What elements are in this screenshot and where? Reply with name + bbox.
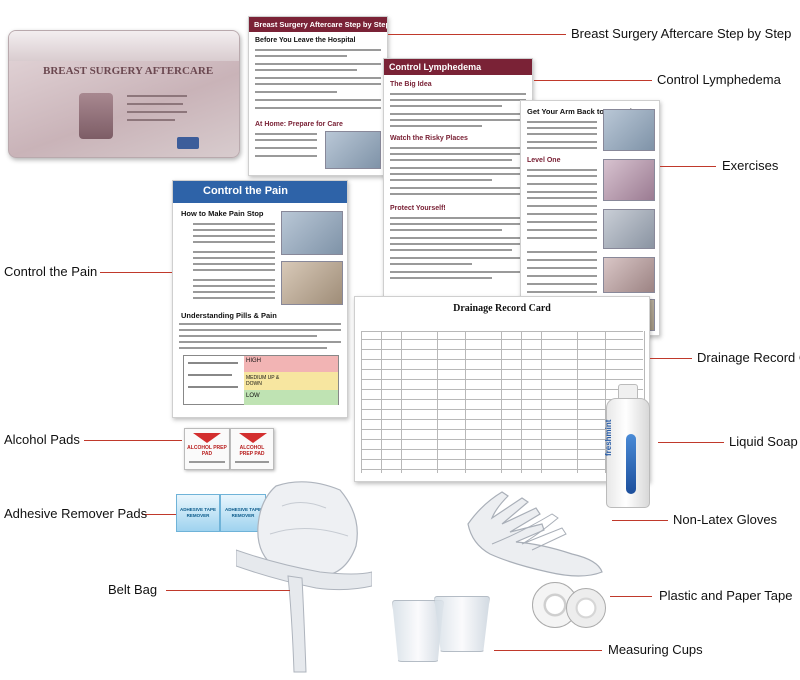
pain-scale-medium: MEDIUM UP & DOWN: [246, 375, 280, 387]
label-belt-bag: Belt Bag: [108, 582, 158, 597]
non-latex-gloves: [467, 491, 603, 577]
aftercare-kit-bag: BREAST SURGERY AFTERCARE: [8, 30, 240, 158]
adhesive-pad-1-text: ADHESIVE TAPE REMOVER: [180, 507, 216, 518]
aftercare-section-before: Before You Leave the Hospital: [255, 37, 356, 44]
alcohol-pad-2: ALCOHOL PREP PAD: [230, 428, 274, 470]
kit-bag-logo: [177, 137, 199, 149]
label-alcohol-pads: Alcohol Pads: [4, 432, 80, 447]
exercise-photo-2: [603, 159, 655, 201]
label-non-latex-gloves: Non-Latex Gloves: [673, 512, 778, 527]
leader-line-control-pain: [100, 272, 172, 273]
alcohol-pad-1: ALCOHOL PREP PAD: [184, 428, 230, 470]
label-exercises: Exercises: [722, 158, 779, 173]
leader-line-exercises: [660, 166, 716, 167]
aftercare-section-home: At Home: Prepare for Care: [255, 121, 343, 128]
exercise-photo-3: [603, 209, 655, 249]
belt-bag: [236, 481, 372, 673]
exercises-section-level-one: Level One: [527, 157, 561, 164]
pain-scale-high: HIGH: [246, 358, 261, 364]
adhesive-pad-1: ADHESIVE TAPE REMOVER: [176, 494, 220, 532]
leader-line-aftercare: [388, 34, 566, 35]
leader-line-gloves: [612, 520, 668, 521]
adhesive-pad-2-text: ADHESIVE TAPE REMOVER: [225, 507, 261, 518]
kit-bag-photo: [79, 93, 113, 139]
label-aftercare-step: Breast Surgery Aftercare Step by Step: [571, 26, 792, 41]
alcohol-pad-2-text: ALCOHOL PREP PAD: [239, 445, 265, 457]
pain-photo-2: [281, 261, 343, 305]
alcohol-pad-1-text: ALCOHOL PREP PAD: [187, 445, 227, 457]
label-plastic-paper-tape: Plastic and Paper Tape: [659, 588, 793, 603]
soap-wave-icon: [626, 434, 636, 494]
measuring-cup-2: [434, 596, 490, 652]
lymph-section-risky-places: Watch the Risky Places: [390, 135, 468, 142]
lymph-section-protect: Protect Yourself!: [390, 205, 446, 212]
plastic-tape-roll: [566, 588, 606, 628]
pain-scale-chart: HIGH MEDIUM UP & DOWN LOW: [183, 355, 339, 405]
label-control-pain: Control the Pain: [4, 264, 98, 279]
leader-line-belt-bag: [166, 590, 290, 591]
label-liquid-soap: Liquid Soap: [729, 434, 798, 449]
adhesive-pad-2: ADHESIVE TAPE REMOVER: [220, 494, 266, 532]
leader-line-cups: [494, 650, 602, 651]
soap-brand: freshmint: [604, 419, 613, 456]
pain-photo-1: [281, 211, 343, 255]
kit-bag-title: BREAST SURGERY AFTERCARE: [43, 65, 214, 77]
aftercare-doc-title: Breast Surgery Aftercare Step by Step: [249, 17, 387, 32]
exercise-photo-1: [603, 109, 655, 151]
exercises-doc: Get Your Arm Back to Normal Level One: [520, 100, 660, 336]
drainage-card-title: Drainage Record Card: [453, 303, 551, 314]
control-pain-doc: Control the Pain How to Make Pain Stop U…: [172, 180, 348, 418]
pain-doc-title: Control the Pain: [173, 181, 347, 203]
pain-scale-low: LOW: [246, 393, 260, 399]
leader-line-soap: [658, 442, 724, 443]
exercises-doc-title: Get Your Arm Back to Normal: [527, 107, 632, 116]
leader-line-drainage: [650, 358, 692, 359]
leader-line-alcohol: [84, 440, 182, 441]
leader-line-lymphedema: [534, 80, 652, 81]
aftercare-step-doc: Breast Surgery Aftercare Step by Step Be…: [248, 16, 388, 176]
drainage-record-card: Drainage Record Card: [354, 296, 650, 482]
pain-section-pills: Understanding Pills & Pain: [181, 311, 277, 320]
lymph-section-big-idea: The Big Idea: [390, 81, 432, 88]
leader-line-adhesive: [142, 514, 176, 515]
label-drainage-card: Drainage Record Card: [697, 350, 800, 365]
pain-section-make-stop: How to Make Pain Stop: [181, 209, 264, 218]
exercise-photo-4: [603, 257, 655, 293]
liquid-soap-bottle: freshmint: [600, 384, 656, 508]
lymphedema-doc-title: Control Lymphedema: [384, 59, 532, 75]
leader-line-tape: [610, 596, 652, 597]
label-control-lymphedema: Control Lymphedema: [657, 72, 781, 87]
control-lymphedema-doc: Control Lymphedema The Big Idea Watch th…: [383, 58, 533, 298]
aftercare-photo: [325, 131, 381, 169]
label-measuring-cups: Measuring Cups: [608, 642, 703, 657]
label-adhesive-remover: Adhesive Remover Pads: [4, 506, 148, 521]
